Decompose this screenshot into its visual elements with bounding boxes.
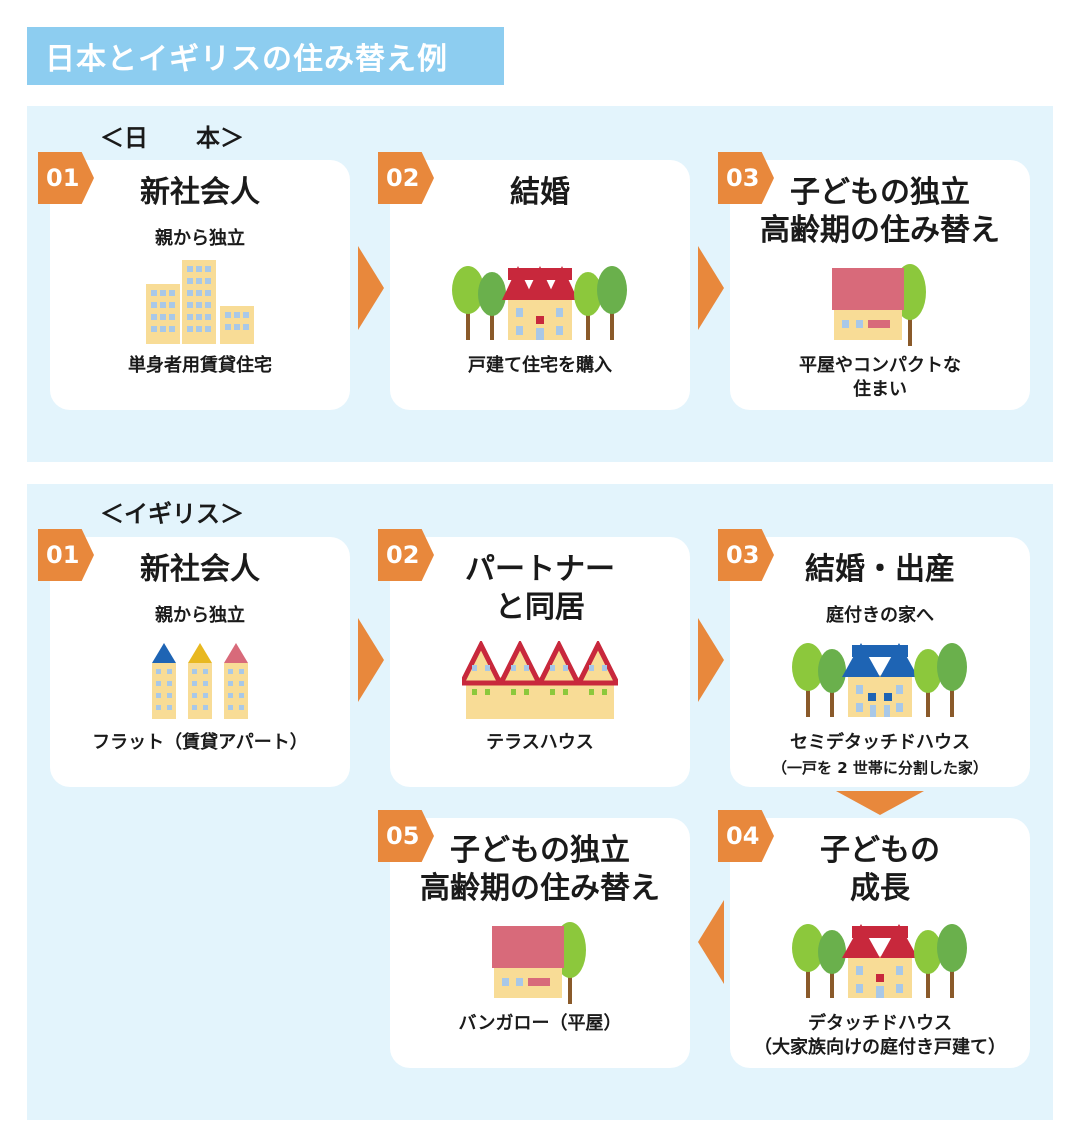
arrow-down-icon [836,791,924,815]
uk-step-5-card: 05 子どもの独立 高齢期の住み替え バンガロー（平屋） [378,810,690,1068]
apartment-buildings-icon [146,260,254,344]
step-subtitle: 親から独立 [155,605,245,626]
step-title: 新社会人 [140,175,260,210]
step-title: 結婚 [510,175,570,210]
step-number-badge: 01 [38,529,94,581]
detached-house-icon [792,924,967,998]
step-title: パートナー と同居 [465,552,615,625]
semi-detached-house-icon [792,643,967,717]
arrow-right-icon [358,246,384,330]
arrow-right-icon [698,618,724,702]
uk-step-2-card: 02 パートナー と同居 テラスハウス [378,529,690,787]
japan-step-2-card: 02 結婚 戸建て住宅を購入 [378,152,690,410]
step-number-badge: 04 [718,810,774,862]
uk-section-label: ＜イギリス＞ [100,500,244,528]
japan-section-label: ＜日 本＞ [100,124,244,152]
step-caption: 戸建て住宅を購入 [468,355,612,376]
step-number-badge: 05 [378,810,434,862]
title-bar: 日本とイギリスの住み替え例 [27,27,504,85]
uk-step-3-card: 03 結婚・出産 庭付きの家へ セミデタッチドハウス （一戸を 2 世帯に分割し… [718,529,1030,787]
japan-step-3-card: 03 子どもの独立 高齢期の住み替え 平屋やコンパクトな 住まい [718,152,1030,410]
step-title: 子どもの 成長 [820,833,940,906]
step-caption: 単身者用賃貸住宅 [128,355,272,376]
detached-house-icon [452,266,627,340]
bungalow-icon [492,922,586,1004]
japan-step-1-card: 01 新社会人 親から独立 単身者用賃貸住宅 [38,152,350,410]
bungalow-icon [832,264,926,346]
step-title: 子どもの独立 高齢期の住み替え [420,833,660,906]
step-number-badge: 03 [718,529,774,581]
flat-buildings-icon [152,643,248,719]
step-number-badge: 01 [38,152,94,204]
step-caption: 平屋やコンパクトな 住まい [799,355,961,400]
step-number-badge: 02 [378,152,434,204]
uk-step-1-card: 01 新社会人 親から独立 フラット（賃貸アパート） [38,529,350,787]
step-caption: セミデタッチドハウス [790,732,970,753]
step-caption: フラット（賃貸アパート） [92,732,308,753]
step-caption: テラスハウス [486,732,594,753]
page-title: 日本とイギリスの住み替え例 [45,42,448,77]
step-caption: デタッチドハウス （大家族向けの庭付き戸建て） [754,1013,1006,1058]
step-title: 子どもの独立 高齢期の住み替え [760,175,1000,248]
step-subtitle: 親から独立 [155,228,245,249]
step-number-badge: 02 [378,529,434,581]
arrow-right-icon [358,618,384,702]
step-number-badge: 03 [718,152,774,204]
step-note: （一戸を 2 世帯に分割した家） [772,759,988,777]
step-subtitle: 庭付きの家へ [826,605,934,626]
terrace-house-icon [462,641,618,719]
step-title: 結婚・出産 [805,552,955,587]
step-title: 新社会人 [140,552,260,587]
arrow-left-icon [698,900,724,984]
arrow-right-icon [698,246,724,330]
step-caption: バンガロー（平屋） [458,1013,622,1034]
uk-step-4-card: 04 子どもの 成長 デタッチドハウス （大家族向けの庭付き戸建て） [718,810,1030,1068]
